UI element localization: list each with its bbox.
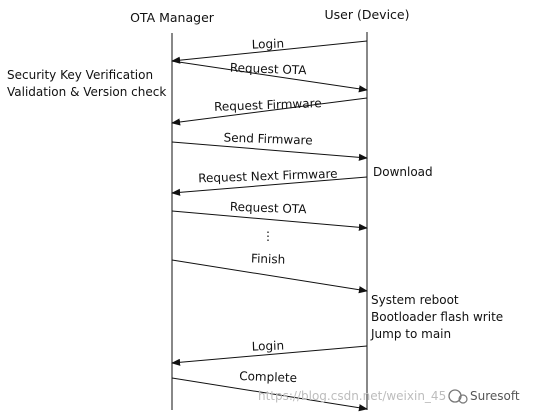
message-label-request-ota-2: Request OTA [230,200,308,217]
message-label-complete: Complete [239,369,297,385]
message-arrow-login-2 [171,345,368,366]
message-label-login: Login [251,36,284,51]
message-arrow-request-firmware [171,97,368,126]
note-download: Download [373,165,433,179]
message-label-login-2: Login [251,338,284,353]
message-arrow-request-next-firmware [171,176,368,196]
message-arrow-send-firmware [171,141,368,161]
message-label-request-next-firmware: Request Next Firmware [198,167,338,186]
note-reboot-line-2: Bootloader flash write [371,310,503,324]
note-security-line-1: Security Key Verification [7,68,153,82]
participant-ota-manager: OTA Manager [130,10,215,25]
message-label-request-ota: Request OTA [230,61,308,78]
ellipsis-more-messages: ⋮ [262,229,274,243]
participant-user-device: User (Device) [325,7,410,22]
message-arrow-request-ota-2 [171,210,368,231]
message-arrow-login [171,40,368,64]
message-label-request-firmware: Request Firmware [214,96,322,114]
watermark-brand: Suresoft [470,389,520,403]
message-arrow-finish [171,259,368,294]
message-arrow-complete [171,377,368,412]
watermark-logo-icon [448,389,468,404]
message-label-send-firmware: Send Firmware [223,130,312,147]
note-reboot-line-3: Jump to main [370,327,451,341]
note-security-line-2: Validation & Version check [7,85,166,99]
message-label-finish: Finish [251,251,286,266]
watermark-url: https://blog.csdn.net/weixin_45 [258,389,446,403]
note-reboot-line-1: System reboot [371,293,459,307]
message-arrow-request-ota [171,60,368,93]
